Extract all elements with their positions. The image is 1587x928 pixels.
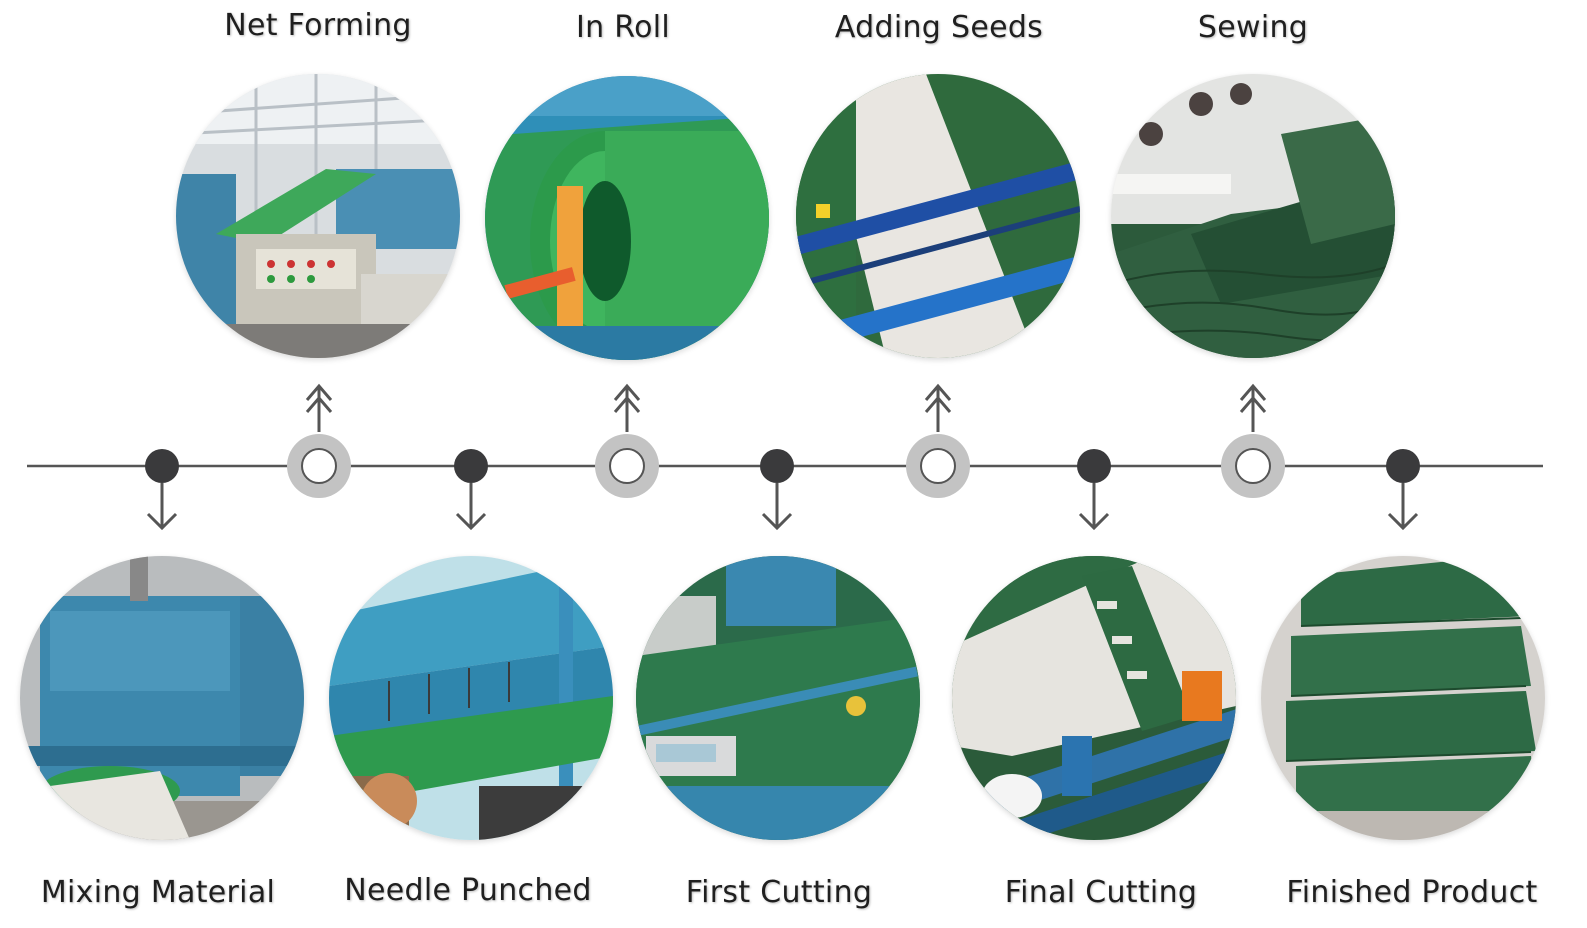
photo-final-cutting — [952, 556, 1236, 840]
photo-in-roll — [485, 76, 769, 360]
title-final-cutting: Final Cutting — [1004, 875, 1198, 910]
marker-sewing — [1221, 383, 1285, 498]
photo-sewing — [1111, 74, 1395, 358]
photo-finished-product — [1261, 556, 1545, 840]
title-finished-product: Finished Product — [1286, 875, 1538, 910]
title-first-cutting: First Cutting — [685, 875, 873, 910]
title-sewing: Sewing — [1197, 10, 1309, 45]
title-mixing-material: Mixing Material — [40, 875, 276, 910]
photo-needle-punched — [329, 556, 613, 840]
photo-mixing-material — [20, 556, 304, 840]
marker-mixing-material — [145, 449, 179, 531]
title-in-roll: In Roll — [575, 10, 671, 45]
title-adding-seeds: Adding Seeds — [834, 10, 1044, 45]
marker-finished-product — [1386, 449, 1420, 531]
marker-in-roll — [595, 383, 659, 498]
marker-needle-punched — [454, 449, 488, 531]
marker-first-cutting — [760, 449, 794, 531]
photo-first-cutting — [636, 556, 920, 840]
photo-adding-seeds — [796, 74, 1080, 358]
title-needle-punched: Needle Punched — [344, 873, 592, 908]
title-net-forming: Net Forming — [224, 8, 412, 43]
marker-adding-seeds — [906, 383, 970, 498]
photo-net-forming — [176, 74, 460, 358]
marker-final-cutting — [1077, 449, 1111, 531]
marker-net-forming — [287, 383, 351, 498]
